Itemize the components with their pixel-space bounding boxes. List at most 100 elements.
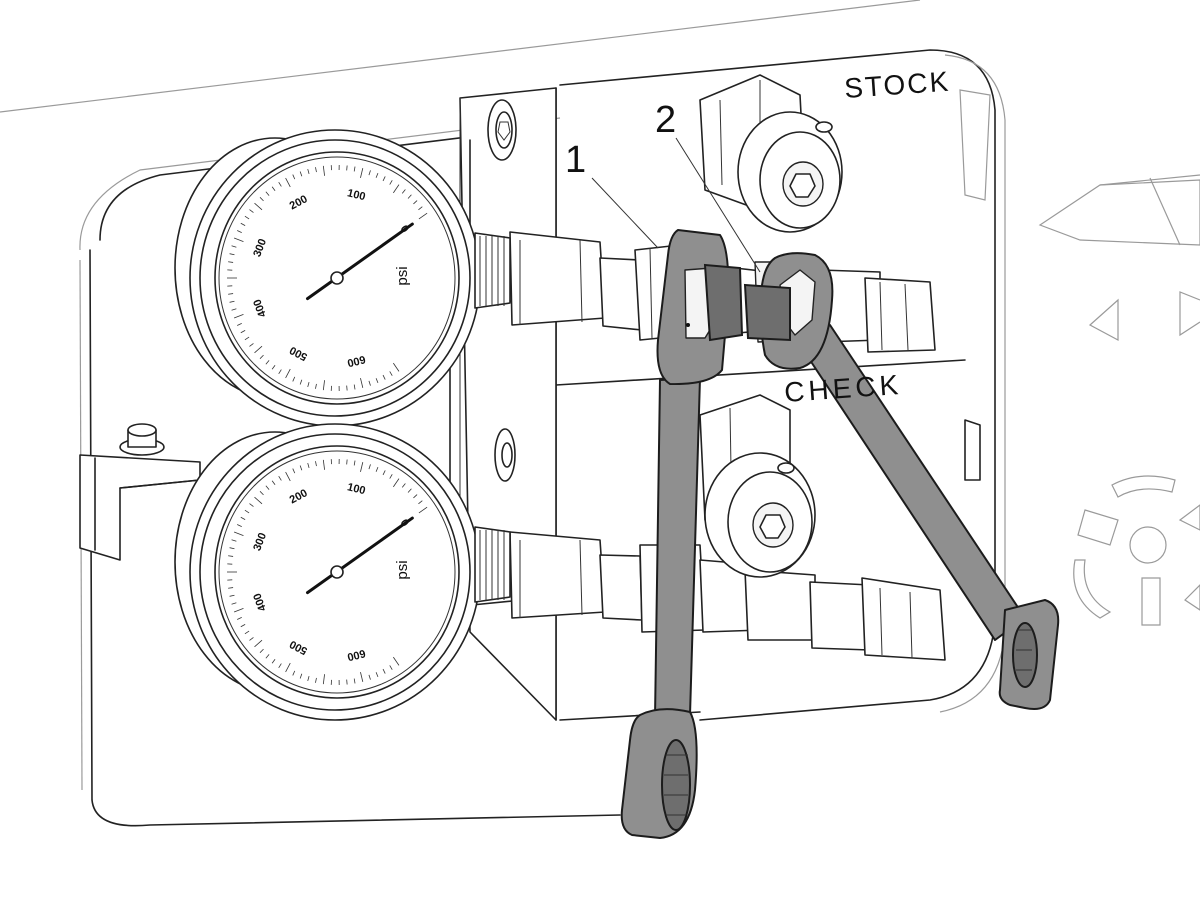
- gauge-tick: [315, 383, 317, 389]
- gauge-tick: [393, 184, 400, 194]
- gauge-tick: [407, 194, 412, 199]
- gauge-tick: [271, 480, 276, 486]
- gauge-tick: [299, 673, 303, 679]
- gauge-tick: [292, 376, 296, 382]
- gauge-tick: [401, 483, 406, 488]
- gauge-tick: [360, 378, 364, 388]
- stock-valve-knob: [699, 74, 843, 233]
- gauge-tick: [307, 676, 310, 682]
- gauge-tick: [231, 245, 237, 248]
- gauge-tick: [265, 191, 270, 196]
- gauge-tick: [389, 665, 393, 670]
- gauge-tick: [382, 176, 386, 182]
- gauge-tick: [360, 672, 364, 682]
- gauge-tick: [231, 602, 237, 605]
- gauge-tick: [375, 378, 379, 384]
- gauge-tick: [237, 230, 242, 233]
- gauge-tick: [228, 261, 234, 263]
- gauge-tick: [278, 369, 282, 375]
- callout-leaders: [591, 137, 761, 273]
- gauge-scale-label: 100: [346, 481, 367, 497]
- gauge-tick: [259, 354, 264, 359]
- gauge-unit-label: psi: [394, 266, 411, 285]
- socket-screws: [487, 99, 517, 482]
- gauge-tick: [233, 531, 244, 536]
- gauge-needle: [306, 516, 414, 595]
- gauge-tick: [418, 212, 428, 220]
- gauge-tick: [233, 314, 244, 319]
- gauge-tick: [382, 374, 386, 380]
- gauge-tick: [382, 470, 386, 476]
- gauge-tick: [353, 166, 356, 172]
- check-valve-knob: [699, 394, 816, 578]
- gauge-tick: [418, 206, 423, 211]
- gauge-tick: [382, 668, 386, 674]
- gauge-tick: [315, 461, 317, 467]
- gauge-tick: [271, 658, 276, 664]
- gauge-tick: [233, 608, 244, 613]
- gauge-tick: [254, 345, 263, 354]
- gauge-tick: [259, 197, 264, 202]
- check-label: CHECK: [783, 369, 903, 408]
- gauge-tick: [278, 475, 282, 481]
- gauge-tick: [413, 200, 418, 205]
- gauge-tick: [299, 171, 303, 177]
- gauge-tick: [231, 308, 237, 311]
- gauge-tick: [244, 630, 250, 635]
- gauge-tick: [244, 509, 250, 514]
- gauge-bezel-inner: [199, 139, 471, 417]
- gauge-tick: [240, 330, 246, 334]
- adjacent-panel-parts: [959, 89, 1200, 626]
- gauge-tick: [360, 462, 364, 472]
- gauge-tick: [244, 215, 250, 220]
- gauge-tick: [418, 506, 428, 514]
- gauge-tick: [271, 364, 276, 370]
- gauge-tick: [413, 494, 418, 499]
- gauge-tick: [285, 368, 291, 379]
- gauge-tick: [389, 180, 393, 185]
- gauge-tick: [353, 384, 356, 390]
- gauge-tick: [249, 343, 254, 347]
- gauge-tick: [299, 465, 303, 471]
- gauge-tick: [375, 172, 379, 178]
- gauge-tick: [244, 336, 250, 341]
- gauge-tick: [229, 253, 235, 256]
- gauge-scale-label: 600: [346, 353, 367, 369]
- gauge-tick: [307, 168, 310, 174]
- gauge-tick: [249, 637, 254, 641]
- gauge-tick: [259, 648, 264, 653]
- gauge-tick: [393, 656, 400, 666]
- gauge-tick: [229, 594, 235, 597]
- callout-number-1: 1: [565, 139, 586, 181]
- gauge-tick: [254, 496, 263, 505]
- gauge-tick: [285, 471, 291, 482]
- gauge-tick: [368, 170, 371, 176]
- gauge-tick: [360, 168, 364, 178]
- gauge-tick: [322, 674, 325, 685]
- gauge-tick: [401, 189, 406, 194]
- gauge-tick: [375, 672, 379, 678]
- upper-fitting-assembly: [467, 231, 936, 353]
- gauge-tick: [393, 362, 400, 372]
- gauge-tick: [418, 500, 423, 505]
- gauge-tick: [353, 460, 356, 466]
- gauge-tick: [271, 186, 276, 192]
- gauge-tick: [322, 459, 325, 470]
- gauge-tick: [240, 516, 246, 520]
- stock-label: STOCK: [843, 66, 951, 104]
- gauge-tick: [249, 209, 254, 213]
- gauge-tick: [265, 360, 270, 365]
- gauge-tick: [228, 293, 234, 295]
- gauge-tick: [368, 464, 371, 470]
- gauge-tick: [353, 678, 356, 684]
- gauge-tick: [407, 488, 412, 493]
- gauge-tick: [237, 323, 242, 326]
- gauge-scale-label: 100: [346, 187, 367, 203]
- gauge-tick: [299, 379, 303, 385]
- gauge-tick: [307, 382, 310, 388]
- callout-number-2: 2: [655, 99, 676, 141]
- combination-wrench-2: [743, 252, 1060, 710]
- gauge-tick: [228, 555, 234, 557]
